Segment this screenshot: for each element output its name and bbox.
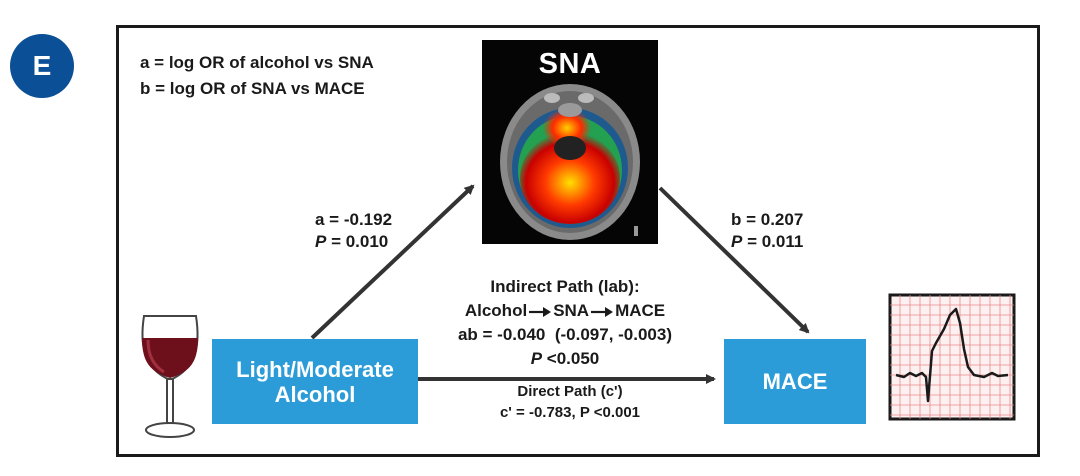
- path-a-coef: a = -0.192: [315, 210, 393, 229]
- diagram-frame: [116, 25, 1040, 457]
- panel-label-badge: E: [10, 34, 74, 98]
- mace-node: MACE: [724, 339, 866, 424]
- alcohol-node-line1: Light/Moderate: [236, 356, 394, 382]
- path-b-coef: b = 0.207: [731, 210, 804, 229]
- indirect-p-line: P <0.050: [420, 347, 710, 371]
- chain-arrow-icon: [591, 306, 614, 317]
- alcohol-node: Light/Moderate Alcohol: [212, 339, 418, 424]
- chain-sna: SNA: [553, 301, 590, 320]
- arrow-alcohol-to-sna: [310, 184, 475, 340]
- arrow-sna-to-mace: [658, 186, 810, 334]
- indirect-path-text: Indirect Path (lab): Alcohol SNA MACE ab =…: [420, 275, 710, 371]
- path-a-stats: a = -0.192 P = 0.010: [315, 209, 392, 253]
- direct-path-value: c' = -0.783, P <0.001: [499, 404, 641, 421]
- indirect-p-symbol: P: [530, 349, 543, 368]
- path-b-p-value: = 0.011: [742, 232, 804, 251]
- chain-arrow-icon: [529, 306, 552, 317]
- path-b-p-symbol: P: [731, 232, 743, 251]
- chain-alcohol: Alcohol: [464, 301, 528, 320]
- indirect-p-value: <0.050: [542, 349, 600, 368]
- indirect-path-title: Indirect Path (lab):: [490, 277, 640, 296]
- indirect-estimate: ab = -0.040 (-0.097, -0.003): [457, 325, 673, 344]
- mace-node-label: MACE: [762, 368, 828, 394]
- alcohol-node-line2: Alcohol: [274, 381, 356, 407]
- path-a-p-symbol: P: [315, 232, 327, 251]
- wine-glass-icon: [141, 315, 199, 438]
- sna-title: SNA: [538, 48, 602, 80]
- panel-label-text: E: [32, 50, 52, 81]
- direct-path-title: Direct Path (c'): [517, 383, 623, 400]
- chain-mace: MACE: [615, 301, 666, 320]
- path-b-stats: b = 0.207 P = 0.011: [731, 209, 803, 253]
- legend-line-a: a = log OR of alcohol vs SNA: [140, 53, 374, 72]
- direct-path-text: Direct Path (c') c' = -0.783, P <0.001: [450, 381, 690, 423]
- legend-line-b: b = log OR of SNA vs MACE: [140, 79, 365, 98]
- brain-scan-image: SNA: [482, 40, 658, 244]
- legend: a = log OR of alcohol vs SNA b = log OR …: [140, 50, 374, 102]
- indirect-path-chain: Alcohol SNA MACE: [420, 299, 710, 323]
- ecg-trace-icon: [888, 293, 1016, 421]
- path-a-p-value: = 0.010: [326, 232, 389, 251]
